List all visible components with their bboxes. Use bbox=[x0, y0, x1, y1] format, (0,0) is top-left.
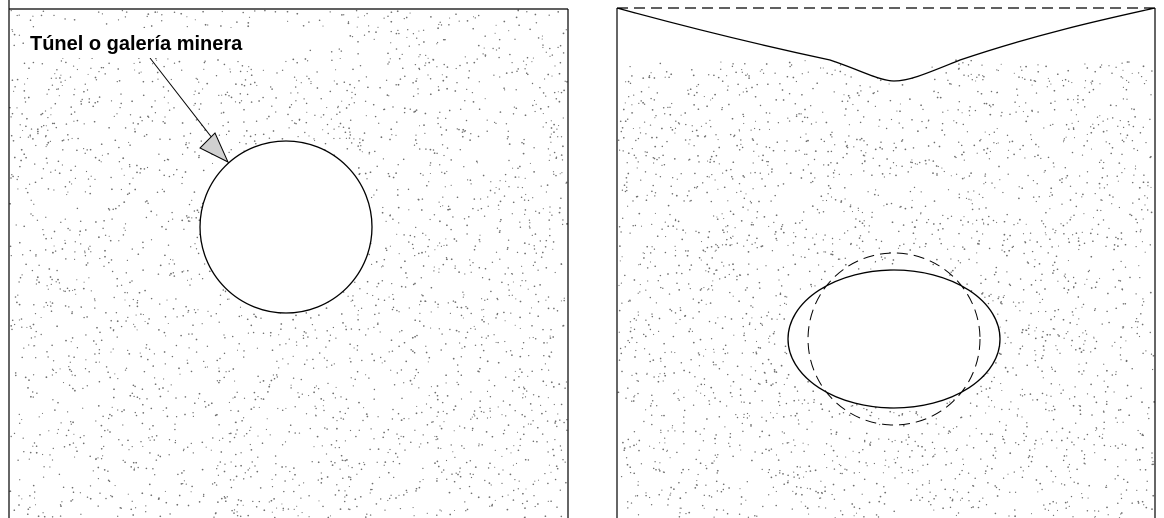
label-arrowhead bbox=[200, 133, 228, 162]
label-leader-line bbox=[150, 58, 216, 143]
left-panel: Túnel o galería minera bbox=[9, 0, 568, 518]
circular-tunnel bbox=[200, 141, 372, 313]
right-panel bbox=[617, 8, 1155, 518]
deformed-tunnel bbox=[788, 270, 1000, 408]
tunnel-label: Túnel o galería minera bbox=[30, 33, 243, 55]
subsided-ground-surface bbox=[617, 8, 1155, 81]
